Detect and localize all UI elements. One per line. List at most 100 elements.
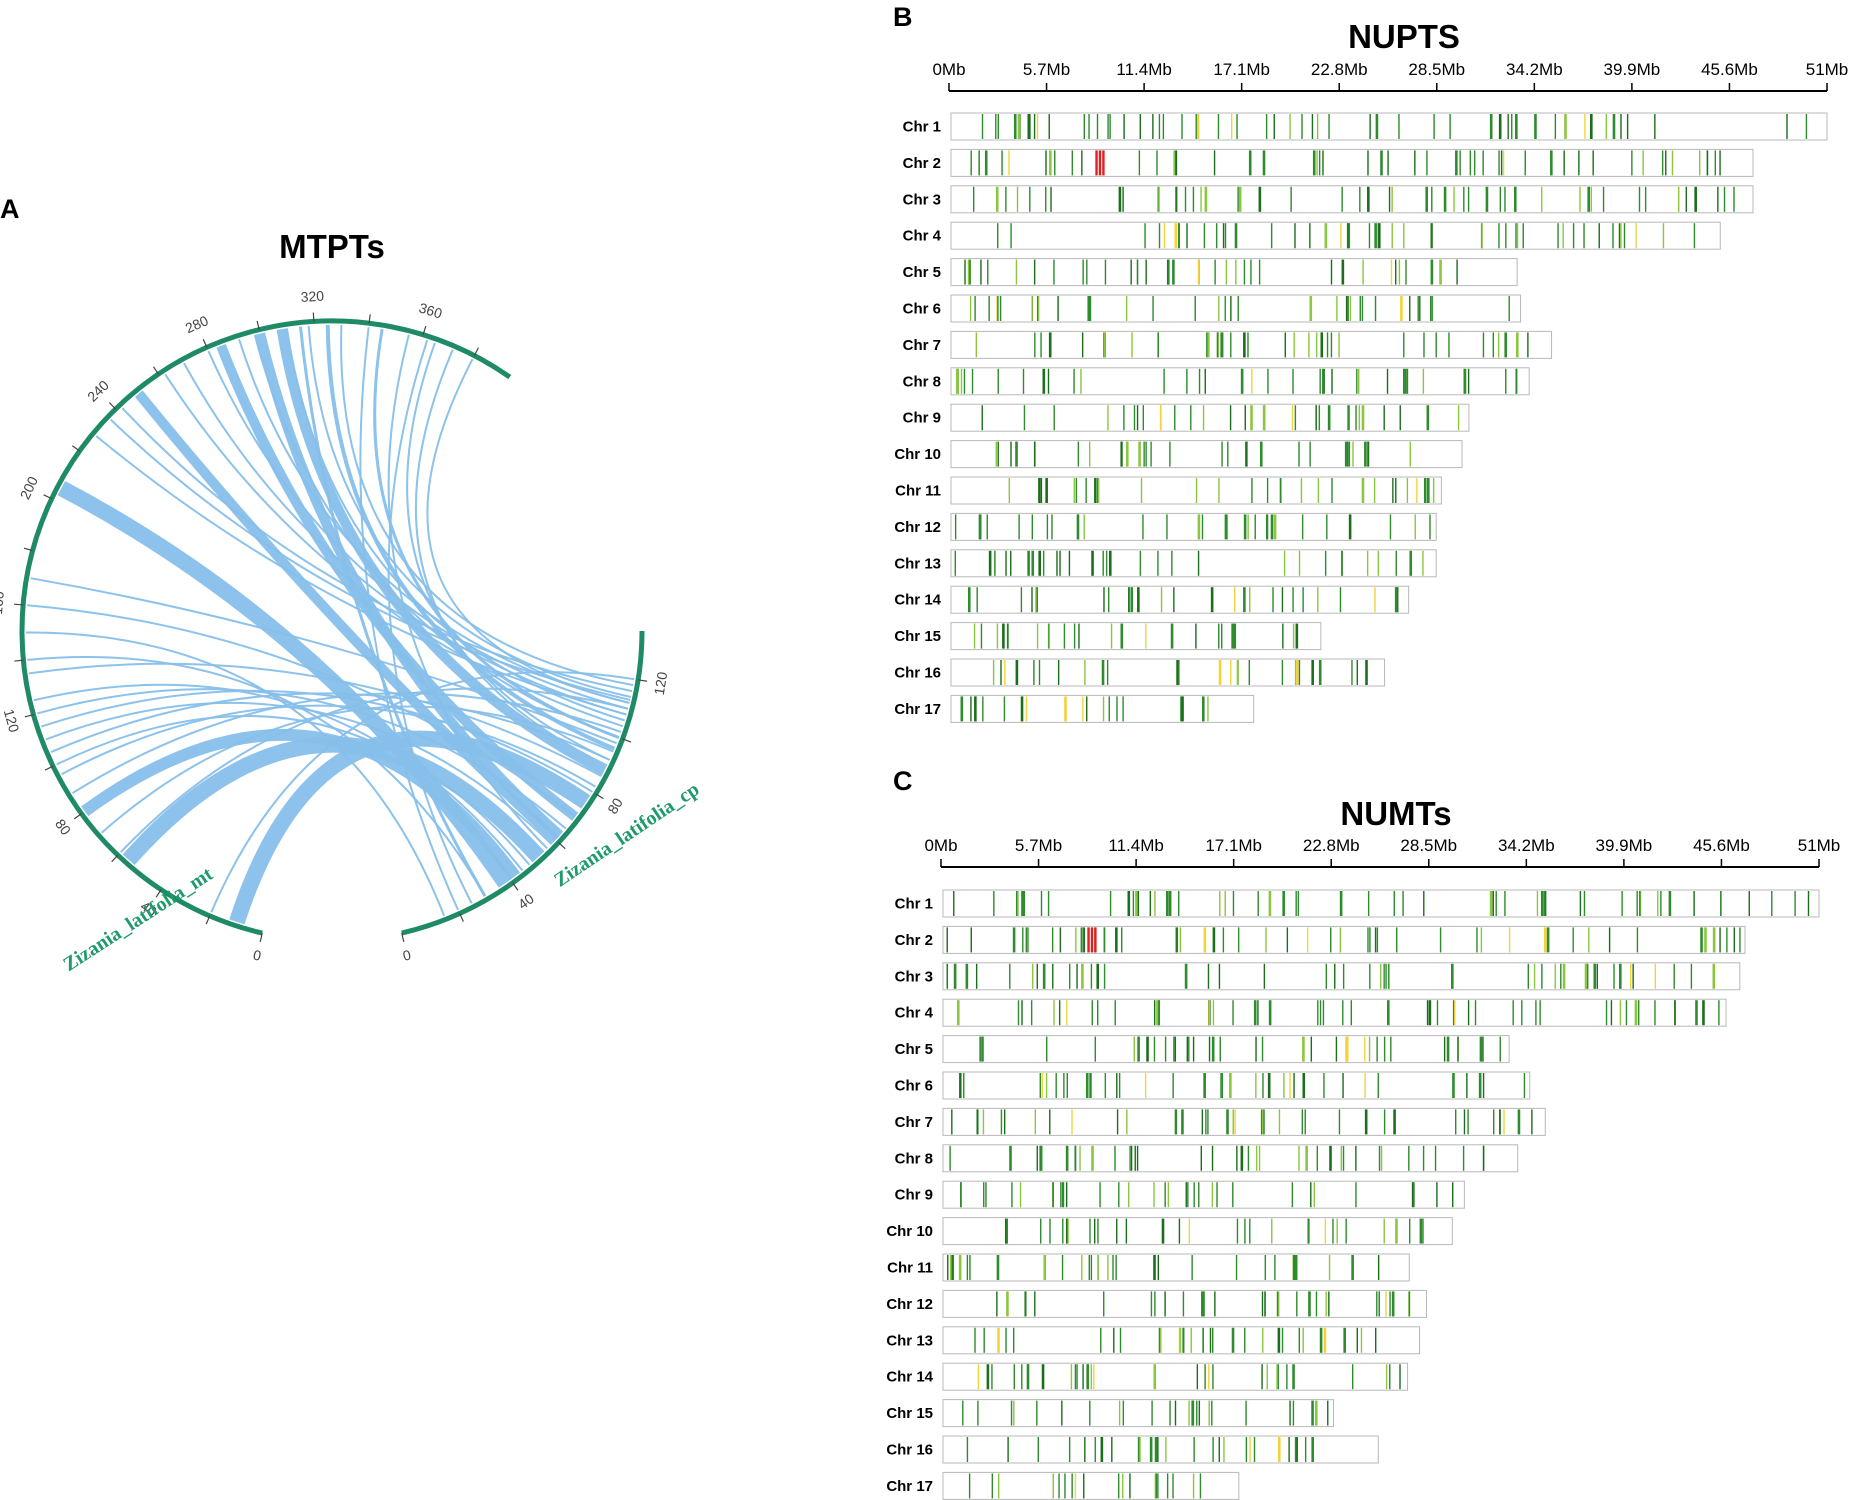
chromosome-label: Chr 4 — [895, 1005, 934, 1022]
density-mark — [1572, 927, 1574, 953]
chromosome-label: Chr 11 — [895, 483, 941, 500]
density-mark — [1263, 1109, 1265, 1135]
density-mark — [1212, 1364, 1214, 1390]
density-mark — [1009, 963, 1011, 989]
density-mark — [1258, 1145, 1261, 1171]
density-mark — [1341, 550, 1343, 576]
density-mark — [1486, 186, 1489, 212]
density-mark — [1218, 623, 1220, 649]
density-mark — [1612, 223, 1614, 249]
density-mark — [1027, 114, 1029, 139]
density-mark — [1096, 478, 1098, 503]
density-mark — [1214, 1291, 1216, 1317]
chromosome-label: Chr 11 — [887, 1260, 933, 1277]
density-mark — [1156, 1000, 1159, 1026]
density-mark — [1560, 963, 1562, 989]
density-mark — [1266, 1364, 1268, 1390]
density-mark — [1352, 441, 1354, 467]
chromosome-label: Chr 9 — [903, 410, 941, 427]
density-mark — [1380, 150, 1383, 176]
mt-tick-mark — [422, 325, 427, 335]
density-mark — [1264, 1291, 1266, 1317]
density-mark — [1695, 1000, 1698, 1026]
density-mark — [1434, 1145, 1437, 1171]
density-mark — [1221, 1073, 1224, 1098]
chromosome-row: Chr 10 — [886, 1217, 1453, 1246]
density-mark — [1399, 1364, 1401, 1390]
density-mark — [1499, 1109, 1501, 1135]
axis-tick-label: 28.5Mb — [1400, 836, 1457, 855]
density-mark — [1240, 1145, 1244, 1171]
chromosome-bar — [950, 440, 1463, 469]
density-mark — [1613, 963, 1615, 989]
density-mark — [1173, 1036, 1175, 1062]
density-mark — [1100, 1437, 1104, 1462]
density-mark — [1347, 441, 1349, 467]
density-mark — [1163, 223, 1166, 249]
density-mark — [1012, 927, 1016, 953]
density-mark — [1104, 332, 1106, 358]
density-mark — [1203, 223, 1206, 249]
density-mark — [1355, 405, 1357, 431]
density-mark — [1081, 963, 1084, 989]
density-mark — [1492, 332, 1495, 358]
density-mark — [1406, 368, 1409, 394]
density-mark — [1247, 1145, 1250, 1171]
density-mark — [977, 1400, 979, 1426]
mtpt-link — [50, 692, 610, 761]
density-mark — [1439, 259, 1442, 285]
density-mark — [988, 296, 990, 321]
chromosome-row: Chr 3 — [895, 962, 1741, 991]
density-mark — [1237, 927, 1240, 953]
density-mark — [1022, 927, 1024, 953]
mt-tick-label: 120 — [1, 707, 23, 734]
density-mark — [1025, 1291, 1027, 1317]
mt-tick-mark — [71, 445, 80, 452]
density-mark — [987, 259, 989, 285]
density-mark — [1083, 1473, 1085, 1499]
density-mark — [1091, 1000, 1093, 1026]
density-mark — [970, 696, 972, 722]
density-mark — [1408, 1145, 1410, 1171]
density-mark — [1073, 623, 1076, 649]
density-mark — [1103, 1291, 1105, 1317]
density-mark — [1015, 660, 1019, 685]
density-mark — [1250, 259, 1252, 285]
chromosome-row: Chr 11 — [887, 1253, 1410, 1282]
density-mark — [1136, 1145, 1139, 1171]
density-mark — [1048, 623, 1051, 649]
density-mark — [1052, 1182, 1054, 1208]
mt-tick-mark — [312, 312, 315, 322]
density-mark — [1300, 478, 1303, 503]
density-mark — [1359, 186, 1361, 212]
density-mark — [1068, 550, 1071, 576]
chromosome-bar — [942, 998, 1727, 1027]
density-mark — [1278, 1109, 1281, 1135]
density-mark — [1635, 223, 1637, 249]
chromosome-bar — [950, 294, 1522, 323]
chromosome-row: Chr 7 — [895, 1107, 1546, 1136]
density-mark — [1208, 1036, 1211, 1062]
density-mark — [1113, 1327, 1115, 1353]
density-mark — [1391, 186, 1393, 212]
density-mark — [1034, 1109, 1037, 1135]
density-mark — [1063, 1073, 1065, 1098]
density-mark — [1485, 186, 1488, 212]
mt-tick-mark — [473, 347, 479, 356]
density-mark — [1508, 927, 1511, 953]
density-mark — [1045, 150, 1047, 176]
density-mark — [1588, 927, 1590, 953]
density-mark — [1185, 1182, 1187, 1208]
density-mark — [1059, 927, 1062, 953]
density-mark — [1392, 478, 1394, 503]
density-mark — [1082, 696, 1084, 722]
chromosome-label: Chr 6 — [903, 301, 941, 318]
density-mark — [1292, 623, 1295, 649]
density-mark — [1033, 660, 1035, 685]
density-mark — [1295, 660, 1299, 685]
density-mark — [1010, 441, 1012, 467]
density-mark — [1203, 1291, 1205, 1317]
density-mark — [1539, 1000, 1541, 1026]
chromosome-label: Chr 1 — [895, 896, 933, 913]
density-mark — [1339, 927, 1342, 953]
